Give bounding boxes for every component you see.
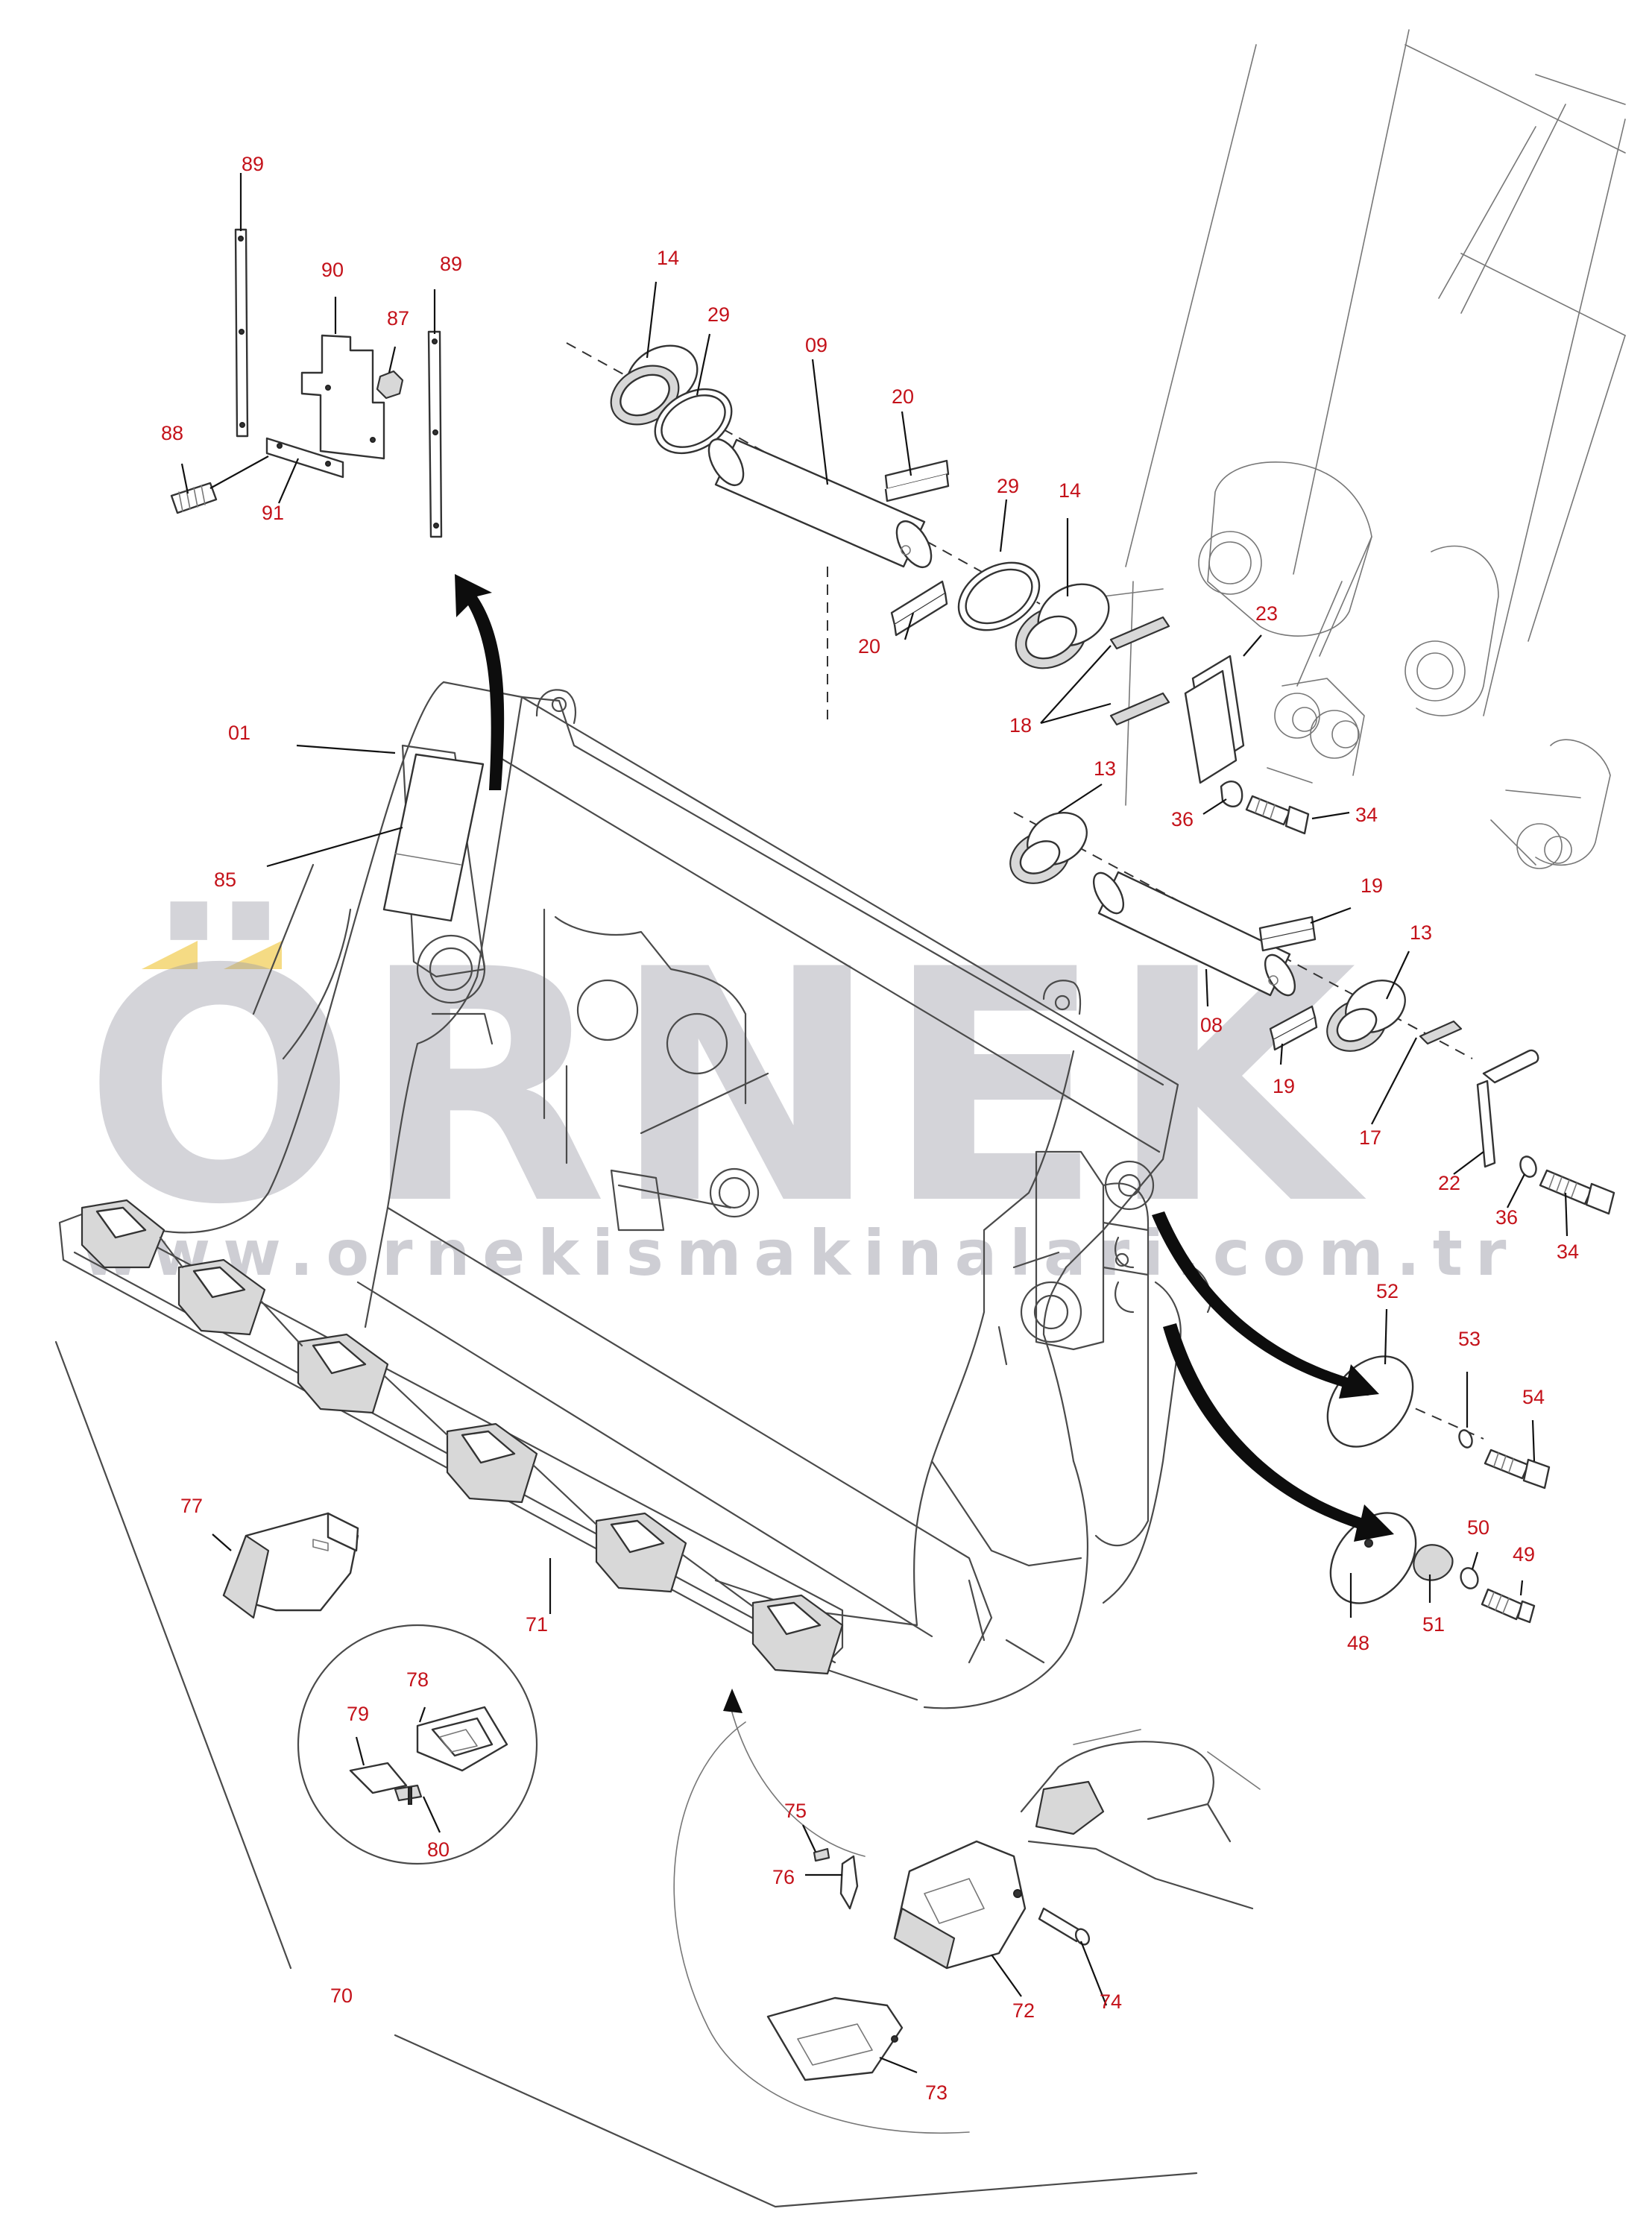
bucket-body <box>140 681 1211 1709</box>
callout-90: 90 <box>321 259 344 281</box>
callout-54: 54 <box>1522 1386 1545 1408</box>
callout-19-top: 19 <box>1361 874 1383 897</box>
watermark-url: www.ornekismakinalari.com.tr <box>82 1217 1519 1290</box>
cutting-edge-teeth <box>58 1199 844 1675</box>
guard-plate-assembly <box>170 228 443 538</box>
wear-plate <box>382 753 485 922</box>
callout-13-right: 13 <box>1410 921 1432 944</box>
callout-17: 17 <box>1359 1126 1381 1149</box>
callout-79: 79 <box>347 1703 369 1725</box>
callout-20-top: 20 <box>892 385 914 408</box>
callout-91: 91 <box>262 502 284 524</box>
callout-labels: 89 90 87 89 88 91 14 29 09 20 29 14 20 2… <box>161 153 1579 2104</box>
callout-13-left: 13 <box>1094 757 1116 780</box>
callout-89-right: 89 <box>440 253 462 275</box>
callout-75: 75 <box>784 1800 807 1822</box>
callout-19-bottom: 19 <box>1273 1075 1295 1097</box>
watermark-brand: ÖRNEK <box>83 898 1369 1275</box>
callout-14-left: 14 <box>657 247 679 269</box>
callout-29-right: 29 <box>997 475 1019 497</box>
callout-74: 74 <box>1100 1990 1122 2013</box>
callout-51: 51 <box>1422 1613 1445 1636</box>
callout-87: 87 <box>387 307 409 330</box>
tooth-parts-detail <box>222 1512 538 1865</box>
upper-pin-assembly <box>566 342 1310 835</box>
callout-89-left: 89 <box>242 153 264 175</box>
callout-09: 09 <box>805 334 827 356</box>
callout-50: 50 <box>1467 1516 1489 1539</box>
lower-pin-assembly <box>1009 812 1615 1215</box>
callout-23: 23 <box>1255 602 1278 625</box>
callout-49: 49 <box>1513 1543 1535 1566</box>
watermark-accent-left <box>142 941 198 969</box>
watermark-accent-right <box>224 941 282 969</box>
callout-14-right: 14 <box>1059 479 1081 502</box>
callout-52: 52 <box>1376 1280 1399 1302</box>
callout-71: 71 <box>526 1613 548 1636</box>
callout-18: 18 <box>1009 714 1032 737</box>
callout-76: 76 <box>772 1866 795 1888</box>
callout-34-top: 34 <box>1355 804 1378 826</box>
leader-lines <box>180 173 1569 2074</box>
callout-78: 78 <box>406 1668 429 1691</box>
callout-53: 53 <box>1458 1328 1481 1350</box>
callout-22: 22 <box>1438 1172 1460 1194</box>
watermark: ÖRNEK www.ornekismakinalari.com.tr <box>82 898 1519 1290</box>
callout-88: 88 <box>161 422 183 444</box>
cover-disc-assembly <box>1326 1355 1551 1624</box>
callout-70: 70 <box>330 1985 353 2007</box>
callout-29-left: 29 <box>707 303 730 326</box>
callout-20-bottom: 20 <box>858 635 880 658</box>
callout-48: 48 <box>1347 1632 1369 1654</box>
callout-34-bottom: 34 <box>1557 1241 1579 1263</box>
callout-73: 73 <box>925 2081 948 2104</box>
callout-80: 80 <box>427 1838 450 1861</box>
callout-85: 85 <box>214 869 236 891</box>
callout-72: 72 <box>1012 1999 1035 2022</box>
callout-36-top: 36 <box>1171 808 1194 830</box>
tooth-install-detail <box>54 1340 1261 2208</box>
callout-01: 01 <box>228 722 250 744</box>
boom-arm <box>1103 29 1626 869</box>
callout-77: 77 <box>180 1495 203 1517</box>
callout-36-bottom: 36 <box>1495 1206 1518 1229</box>
callout-08: 08 <box>1200 1014 1223 1036</box>
direction-arrows <box>455 574 1394 1857</box>
